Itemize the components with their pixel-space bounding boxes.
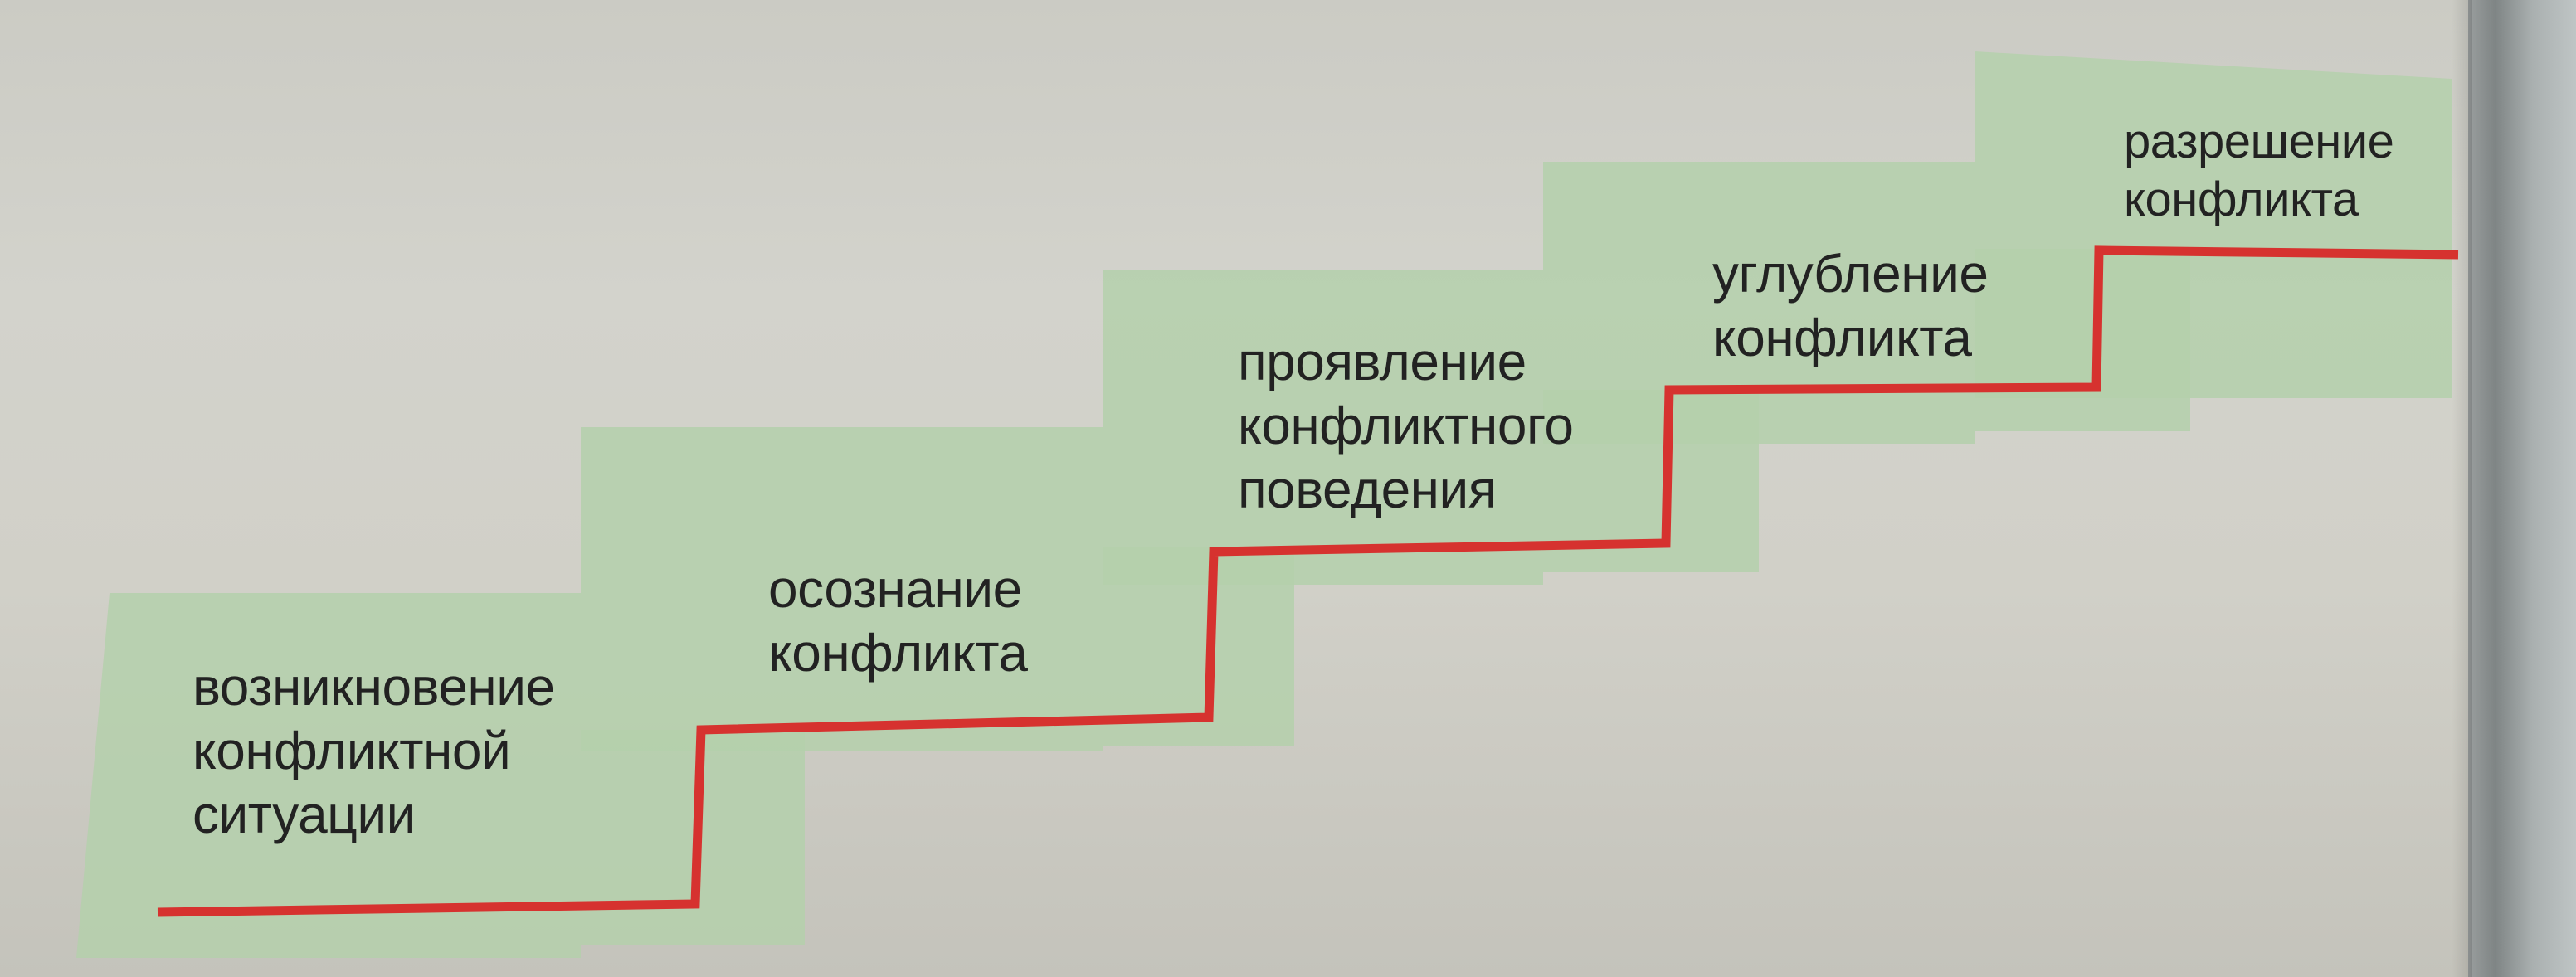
step-background-filler-3 [1543,390,1759,572]
book-page-edge [2468,0,2576,977]
step-background-4 [1543,162,1975,444]
step-label-conflict-resolution: разрешение конфликта [2124,114,2394,226]
step-background-filler-1 [581,730,805,945]
step-background-filler-2 [1103,547,1294,746]
step-label-conflict-deepening: углубление конфликта [1712,244,1989,367]
step-label-conflict-awareness: осознание конфликта [768,559,1028,683]
step-background-2 [581,427,1103,751]
step-background-3 [1103,270,1543,585]
step-background-1 [76,593,581,958]
page-shadow [2452,0,2472,977]
step-label-conflict-behavior: проявление конфликтного поведения [1238,332,1574,519]
step-background-filler-4 [1975,249,2190,431]
stair-line [157,245,2459,917]
step-label-conflict-situation: возникновение конфликтной ситуации [192,657,555,844]
